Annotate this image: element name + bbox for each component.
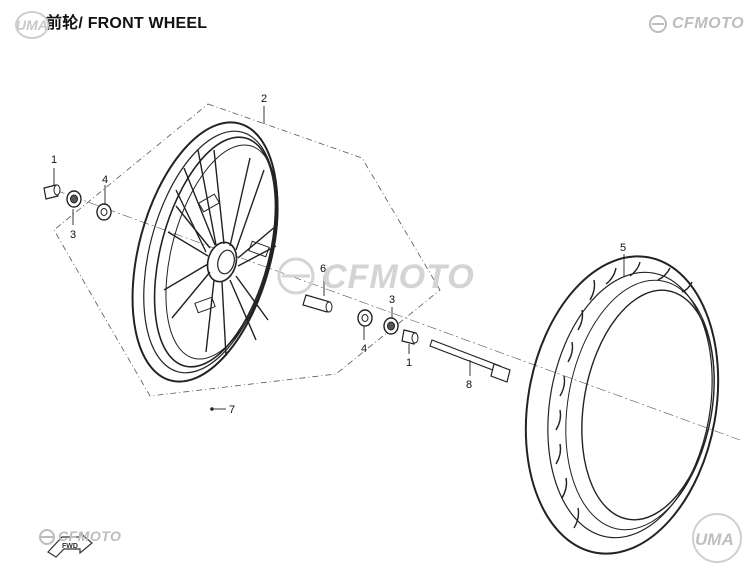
- callout-1-left: 1: [51, 154, 57, 166]
- cfmoto-logo-bottom-left-text: CFMOTO: [58, 528, 122, 544]
- page-title: 前轮/ FRONT WHEEL: [46, 15, 208, 32]
- callout-2-rim: 2: [261, 93, 267, 105]
- part-8-axle: [429, 339, 511, 383]
- callout-4-left: 4: [102, 174, 108, 186]
- uma-logo-text: UMA: [16, 17, 48, 33]
- part-1-left-collar: [43, 184, 61, 200]
- part-6-spacer: [302, 294, 333, 313]
- cfmoto-watermark-center: CFMOTO: [322, 258, 475, 297]
- callout-3-right: 3: [389, 294, 395, 306]
- part-5-tire: [524, 255, 720, 555]
- uma-logo-bottom-right: UMA: [690, 510, 744, 571]
- callout-6-spacer: 6: [320, 263, 326, 275]
- callout-7-valve: 7: [229, 404, 235, 416]
- part-4-right-bearing: [357, 309, 373, 327]
- uma-logo-top-left: UMA: [14, 10, 50, 45]
- front-wheel-rim: [131, 121, 279, 383]
- callout-3-left: 3: [70, 229, 76, 241]
- axle-centerline: [54, 189, 741, 441]
- callout-8-axle: 8: [466, 379, 472, 391]
- callout-5-tire: 5: [620, 242, 626, 254]
- part-1-right-collar: [401, 329, 419, 345]
- cfmoto-logo-text: CFMOTO: [672, 15, 745, 32]
- fwd-label: FWD: [62, 543, 78, 550]
- fwd-arrow-icon: FWD: [47, 531, 93, 558]
- part-3-left-seal: [66, 190, 82, 208]
- callout-4-right: 4: [361, 343, 367, 355]
- cfmoto-emblem-bottom-left-icon: [39, 529, 55, 545]
- part-7-valve: [210, 407, 214, 411]
- cfmoto-emblem-icon: [649, 15, 667, 33]
- watermark-emblem-icon: [277, 257, 315, 295]
- leader-lines: [53, 106, 625, 410]
- cfmoto-logo-top-right: CFMOTO: [672, 15, 744, 33]
- callout-labels: 1 3 4 2 6 3 4 1 5 8 7: [51, 93, 626, 416]
- cfmoto-logo-bottom-left: CFMOTO: [58, 528, 121, 544]
- uma-logo-bottom-text: UMA: [695, 530, 734, 549]
- part-4-left-bearing: [96, 203, 112, 221]
- callout-1-right: 1: [406, 357, 412, 369]
- cfmoto-watermark-text: CFMOTO: [322, 258, 475, 296]
- part-3-right-seal: [383, 317, 399, 335]
